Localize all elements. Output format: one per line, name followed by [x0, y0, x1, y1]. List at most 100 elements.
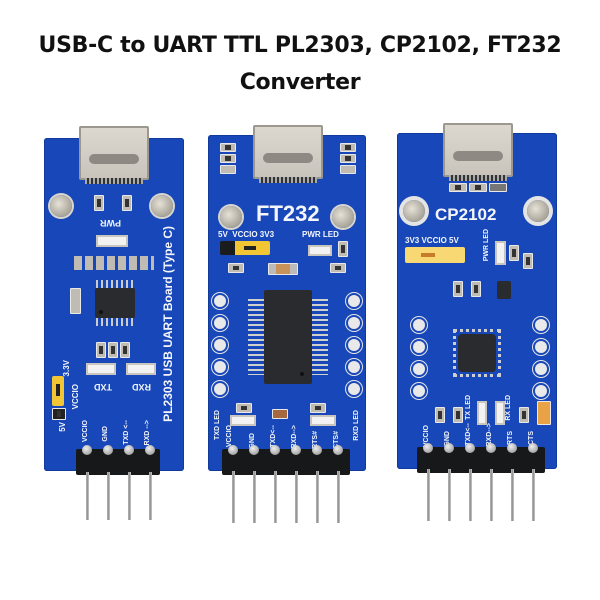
rxd-led	[126, 363, 156, 375]
smd-component	[108, 342, 118, 358]
resistor-array	[74, 256, 154, 270]
smd-component	[471, 281, 481, 297]
smd-component	[449, 183, 467, 192]
smd-component	[220, 165, 236, 174]
smd-component	[120, 342, 130, 358]
smd-component	[330, 263, 346, 273]
smd-component	[489, 183, 507, 192]
header-pin[interactable]	[232, 471, 235, 523]
usb-c-connector	[253, 125, 323, 183]
header-pin[interactable]	[532, 469, 535, 521]
jumper-3v3-label: 3.3V	[62, 360, 71, 377]
voltage-jumper[interactable]	[220, 241, 270, 255]
ft232-board: FT232 5V VCCIO 3V3 PWR LED TXD LED RXD L…	[208, 125, 366, 475]
pwr-label: PWR	[100, 218, 121, 228]
smd-component	[338, 241, 348, 257]
chip-pins	[96, 318, 134, 326]
breakout-pad[interactable]	[348, 339, 360, 351]
board-title-label: CP2102	[435, 205, 497, 224]
breakout-pad[interactable]	[214, 383, 226, 395]
tantalum-capacitor	[537, 401, 551, 425]
smd-component	[469, 183, 487, 192]
smd-component	[435, 407, 445, 423]
usb-c-connector	[79, 126, 149, 184]
rxd-led-label: RXD	[132, 382, 152, 392]
jumper-vccio-label: VCCIO	[71, 384, 80, 410]
header-pin[interactable]	[427, 469, 430, 521]
pwr-led	[495, 241, 506, 265]
header-pin[interactable]	[511, 469, 514, 521]
jumper-5v-label: 5V	[58, 422, 67, 432]
smd-component	[509, 245, 519, 261]
breakout-pad[interactable]	[535, 363, 547, 375]
smd-component	[70, 288, 81, 314]
voltage-jumper[interactable]	[52, 376, 64, 406]
breakout-pad[interactable]	[413, 341, 425, 353]
header-pin[interactable]	[107, 472, 110, 520]
rx-led-label: RX LED	[505, 395, 512, 421]
smd-component	[220, 143, 236, 152]
pl2303-board: PWR TXD RXD PL2303 USB UART Board (Type …	[44, 126, 184, 475]
smd-component	[272, 409, 288, 419]
breakout-pad[interactable]	[535, 341, 547, 353]
board-title-label: FT232	[256, 201, 320, 226]
smd-component	[94, 195, 104, 211]
header-pin[interactable]	[469, 469, 472, 521]
header-pin[interactable]	[149, 472, 152, 520]
mounting-screw	[220, 206, 242, 228]
pl2303-chip	[95, 288, 135, 318]
jumper-label: 5V VCCIO 3V3	[218, 230, 275, 239]
header-pin[interactable]	[448, 469, 451, 521]
header-pin[interactable]	[490, 469, 493, 521]
header-pin[interactable]	[295, 471, 298, 523]
breakout-pad[interactable]	[348, 295, 360, 307]
pin-label-gnd: GND	[102, 426, 109, 442]
breakout-pad[interactable]	[214, 317, 226, 329]
pwr-led	[96, 235, 128, 247]
smd-component	[453, 281, 463, 297]
voltage-jumper[interactable]	[405, 247, 465, 263]
header-pin[interactable]	[86, 472, 89, 520]
smd-component	[236, 403, 252, 413]
regulator-chip	[497, 281, 511, 299]
cp2102-board: CP2102 3V3 VCCIO 5V PWR LED TX LED RX LE…	[397, 123, 557, 473]
breakout-pad[interactable]	[214, 361, 226, 373]
breakout-pad[interactable]	[348, 317, 360, 329]
smd-component	[228, 263, 244, 273]
chip-pins	[453, 329, 501, 377]
header-pin[interactable]	[253, 471, 256, 523]
mounting-screw	[50, 195, 72, 217]
txd-led-label: TXD LED	[214, 410, 221, 440]
breakout-pad[interactable]	[214, 339, 226, 351]
smd-component	[340, 154, 356, 163]
usb-c-connector	[443, 123, 513, 181]
breakout-pad[interactable]	[214, 295, 226, 307]
rxd-led	[310, 415, 336, 426]
smd-component	[340, 165, 356, 174]
header-pin[interactable]	[128, 472, 131, 520]
breakout-pad[interactable]	[535, 385, 547, 397]
breakout-pad[interactable]	[413, 363, 425, 375]
jumper-pin	[52, 408, 66, 420]
header-pin[interactable]	[337, 471, 340, 523]
pin-label-vccio: VCCIO	[226, 425, 233, 448]
capacitor	[268, 263, 298, 275]
rxd-led-label: RXD LED	[353, 410, 360, 441]
breakout-pad[interactable]	[413, 319, 425, 331]
header-pin[interactable]	[316, 471, 319, 523]
breakout-pad[interactable]	[535, 319, 547, 331]
txd-led-label: TXD	[94, 382, 112, 392]
breakout-pad[interactable]	[413, 385, 425, 397]
txd-led	[230, 415, 256, 426]
mounting-screw	[403, 200, 425, 222]
txd-led	[86, 363, 116, 375]
breakout-pad[interactable]	[348, 361, 360, 373]
pwr-led-label: PWR LED	[483, 229, 490, 262]
smd-component	[523, 253, 533, 269]
pin-label-txd: TXD <--	[123, 420, 130, 445]
tx-led	[477, 401, 487, 425]
ft232-chip	[264, 290, 312, 384]
breakout-pad[interactable]	[348, 383, 360, 395]
pin-header	[417, 443, 545, 473]
header-pin[interactable]	[274, 471, 277, 523]
